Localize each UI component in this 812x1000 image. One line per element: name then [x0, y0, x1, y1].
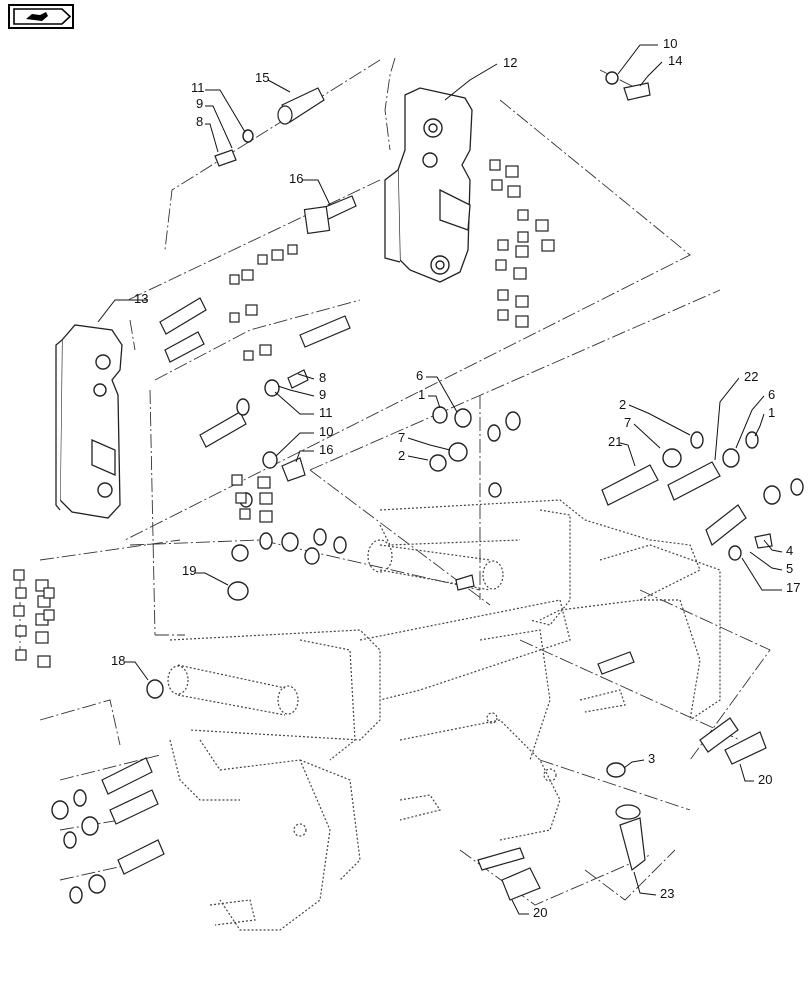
- callout-c9a: 9: [196, 96, 203, 111]
- callout-c5: 5: [786, 561, 793, 576]
- callout-c19: 19: [182, 563, 196, 578]
- callout-c22: 22: [744, 369, 758, 384]
- callout-c8a: 8: [196, 114, 203, 129]
- side-plate-part-13: [55, 324, 123, 519]
- callout-c21: 21: [608, 434, 622, 449]
- callout-c15: 15: [255, 70, 269, 85]
- callout-c6b: 6: [768, 387, 775, 402]
- callout-c11a: 11: [191, 80, 205, 95]
- callout-c14: 14: [668, 53, 682, 68]
- callout-c13: 13: [134, 291, 148, 306]
- callout-c7a: 7: [624, 415, 631, 430]
- callout-c1a: 1: [418, 387, 425, 402]
- leader-lines: [97, 44, 783, 915]
- callout-c4: 4: [786, 543, 793, 558]
- upper-bracket-part-12: [384, 87, 473, 283]
- callout-c7b: 7: [398, 430, 405, 445]
- callout-c2a: 2: [619, 397, 626, 412]
- callout-c9b: 9: [319, 387, 326, 402]
- callout-c3: 3: [648, 751, 655, 766]
- callout-c17: 17: [786, 580, 800, 595]
- callout-c18: 18: [111, 653, 125, 668]
- callout-c11b: 11: [319, 405, 333, 420]
- book-open-icon: [13, 8, 72, 25]
- callout-c8b: 8: [319, 370, 326, 385]
- callout-c2b: 2: [398, 448, 405, 463]
- callout-c20b: 20: [533, 905, 547, 920]
- callout-c16a: 16: [289, 171, 303, 186]
- callout-c6a: 6: [416, 368, 423, 383]
- callout-c20a: 20: [758, 772, 772, 787]
- pins: [101, 87, 767, 901]
- callout-c23: 23: [660, 886, 674, 901]
- callout-c12: 12: [503, 55, 517, 70]
- view-badge: [8, 4, 74, 29]
- callout-c1b: 1: [768, 405, 775, 420]
- rings: [51, 71, 804, 904]
- bolt-clusters: [13, 82, 773, 871]
- callout-c16b: 16: [319, 442, 333, 457]
- callout-c10b: 10: [319, 424, 333, 439]
- callout-c10a: 10: [663, 36, 677, 51]
